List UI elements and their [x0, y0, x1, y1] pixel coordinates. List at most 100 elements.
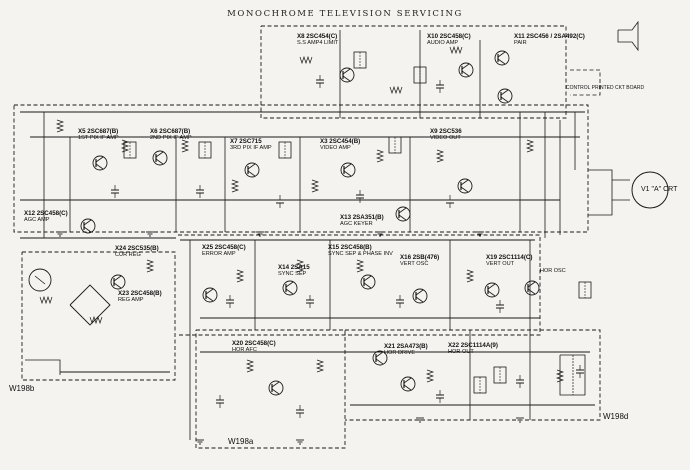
board-outline-w198a [195, 329, 346, 449]
power-plug [28, 268, 52, 292]
resistor-symbol [449, 45, 463, 55]
resistor-symbol [425, 369, 435, 383]
resistor-symbol [245, 359, 255, 373]
transistor-collector [403, 377, 412, 384]
board-label-w198a: W198a [228, 437, 254, 446]
speaker-symbol [617, 20, 639, 52]
label-x13: X13 2SA351(B)AGC KEYER [340, 214, 384, 227]
resistor-symbol [295, 259, 305, 273]
plug-pin [34, 275, 46, 285]
transistor-collector [247, 163, 256, 170]
resistor-symbol [145, 259, 155, 273]
transistor-emitter [155, 158, 164, 165]
transistor-symbol [458, 62, 474, 78]
transistor-symbol [497, 88, 513, 104]
label-x20: X20 2SC458(C)HOR AFC [232, 340, 276, 353]
label-x12: X12 2SC458(C)AGC AMP [24, 210, 68, 223]
transistor-collector [83, 219, 92, 226]
resistor-symbol [355, 259, 365, 273]
transistor-symbol [282, 280, 298, 296]
control-board-box [570, 69, 601, 96]
transistor-emitter [83, 226, 92, 233]
resistor-symbol [235, 269, 245, 283]
transistor-collector [460, 179, 469, 186]
transistor-emitter [363, 282, 372, 289]
resistor-symbol [465, 269, 475, 283]
transistor-symbol [92, 155, 108, 171]
resistor-symbol [310, 179, 320, 193]
transistor-emitter [205, 295, 214, 302]
label-x25: X25 2SC458(C)ERROR AMP [202, 244, 246, 257]
transistor-collector [363, 275, 372, 282]
crt-socket [588, 169, 613, 216]
resistor-symbol [299, 55, 313, 65]
transistor-collector [497, 51, 506, 58]
transistor-symbol [484, 282, 500, 298]
board-outline-sync [178, 234, 541, 336]
board-outline-w198d [345, 329, 601, 421]
transistor-symbol [244, 162, 260, 178]
resistor-symbol [315, 359, 325, 373]
page-title: MONOCHROME TELEVISION SERVICING [227, 9, 463, 19]
transistor-symbol [457, 178, 473, 194]
transistor-emitter [415, 296, 424, 303]
resistor-symbol [555, 369, 565, 383]
transistor-symbol [412, 288, 428, 304]
transistor-emitter [343, 170, 352, 177]
resistor-symbol [375, 149, 385, 163]
transistor-collector [155, 151, 164, 158]
label-x16: X16 2SB(476)VERT OSC [400, 254, 440, 267]
transistor-emitter [500, 96, 509, 103]
transistor-symbol [494, 50, 510, 66]
transistor-collector [271, 381, 280, 388]
board-outline-if [13, 104, 589, 233]
transistor-symbol [524, 280, 540, 296]
resistor-symbol [39, 295, 53, 305]
transistor-symbol [202, 287, 218, 303]
resistor-symbol [180, 139, 190, 153]
transistor-collector [342, 68, 351, 75]
transistor-emitter [285, 288, 294, 295]
transistor-emitter [398, 214, 407, 221]
transistor-emitter [527, 288, 536, 295]
transistor-symbol [372, 350, 388, 366]
label-x8: X8 2SC454(C)S.S AMP4 LIMIT [297, 33, 339, 46]
transistor-symbol [152, 150, 168, 166]
label-x3: X3 2SC454(B)VIDEO AMP [320, 138, 361, 151]
transistor-collector [415, 289, 424, 296]
label-control-board: CONTROL PRINTED CKT BOARD [566, 85, 645, 91]
label-x22: X22 2SC1114A(9)HOR OUT [448, 342, 498, 355]
transistor-emitter [461, 70, 470, 77]
transistor-collector [285, 281, 294, 288]
board-outline-power [21, 251, 176, 381]
label-x19: X19 2SC1114(C)VERT OUT [486, 254, 533, 267]
transistor-emitter [95, 163, 104, 170]
bridge-rectifier [69, 284, 111, 326]
transistor-symbol [80, 218, 96, 234]
transistor-collector [487, 283, 496, 290]
resistor-symbol [89, 315, 103, 325]
label-x11: X11 2SC456 / 2SA492(C)PAIR [514, 33, 585, 46]
board-label-w198b: W198b [9, 384, 35, 393]
ac-line [25, 359, 61, 375]
transistor-collector [398, 207, 407, 214]
transistor-collector [343, 163, 352, 170]
label-x23: X23 2SC458(B)REG AMP [118, 290, 162, 303]
yoke-winding [559, 354, 586, 396]
label-x10: X10 2SC458(C)AUDIO AMP [427, 33, 471, 46]
label-x24: X24 2SC535(B)CUR REG [115, 245, 159, 258]
transistor-symbol [340, 162, 356, 178]
transistor-emitter [487, 290, 496, 297]
resistor-symbol [230, 179, 240, 193]
transistor-symbol [395, 206, 411, 222]
transistor-collector [205, 288, 214, 295]
transistor-symbol [110, 274, 126, 290]
transistor-collector [113, 275, 122, 282]
transistor-collector [375, 351, 384, 358]
transistor-symbol [339, 67, 355, 83]
